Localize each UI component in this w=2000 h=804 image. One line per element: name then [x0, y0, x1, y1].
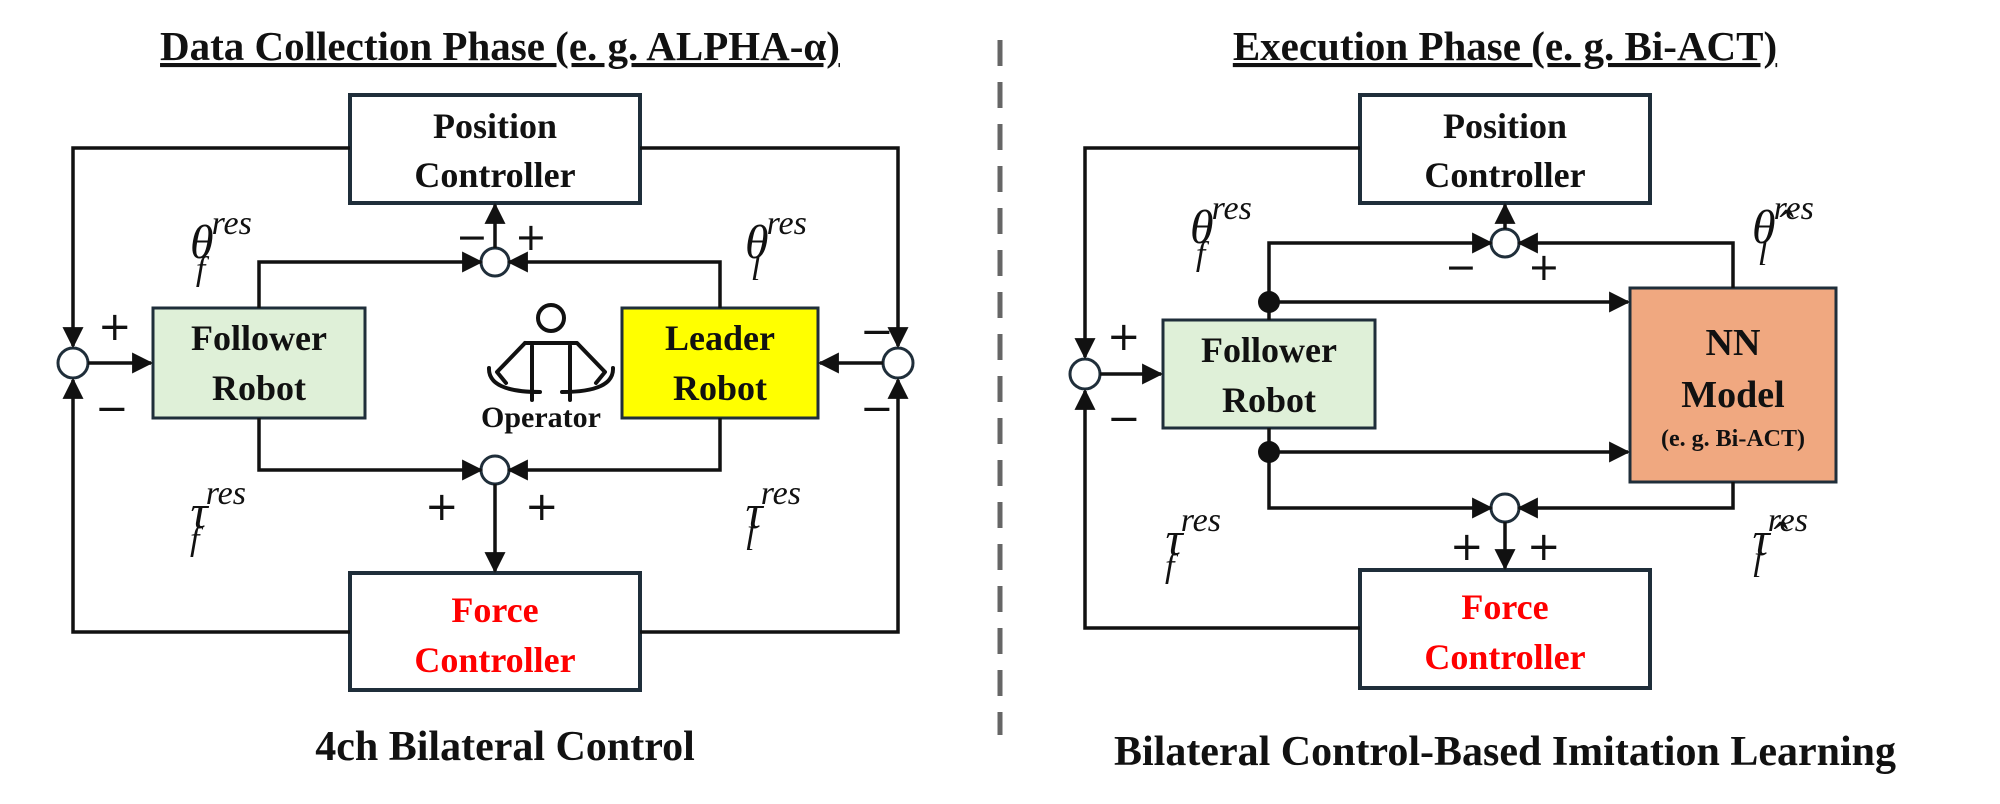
right-pos-sum-plus: + — [1528, 245, 1560, 289]
right-position-controller-label-2: Controller — [1424, 155, 1585, 195]
right-panel: Execution Phase (e. g. Bi-ACT) Position … — [1068, 23, 1896, 775]
right-force-controller-label-2: Controller — [1424, 637, 1585, 677]
nn-model-label-2: Model — [1681, 374, 1784, 416]
right-follower-robot-label-1: Follower — [1201, 330, 1337, 370]
left-pos-sum-plus: + — [515, 215, 547, 259]
operator-icon — [486, 303, 616, 402]
left-leader-robot-label-2: Robot — [673, 368, 767, 408]
nn-model-sublabel: (e. g. Bi-ACT) — [1661, 426, 1805, 452]
left-force-controller-box — [348, 571, 642, 692]
left-position-controller-label-2: Controller — [414, 155, 575, 195]
left-follower-sum-junction — [56, 346, 90, 380]
left-follower-robot-label-2: Robot — [212, 368, 306, 408]
left-follower-robot-label-1: Follower — [191, 318, 327, 358]
left-force-controller-label-1: Force — [451, 590, 538, 630]
left-panel: Data Collection Phase (e. g. ALPHA-α) Po… — [56, 23, 915, 770]
right-pos-sum-minus: − — [1445, 245, 1477, 289]
left-pos-sum-minus: − — [456, 215, 488, 259]
right-follower-sum-plus: + — [1107, 314, 1141, 360]
left-force-sum-plus-left: + — [425, 484, 459, 530]
nn-model-label-1: NN — [1706, 322, 1761, 364]
left-follower-sum-minus: − — [95, 386, 129, 432]
left-title: Data Collection Phase (e. g. ALPHA-α) — [160, 23, 840, 69]
right-force-sum-plus-left: + — [1450, 524, 1484, 570]
right-follower-robot-label-2: Robot — [1222, 380, 1316, 420]
left-force-sum-plus-right: + — [525, 484, 559, 530]
operator-label: Operator — [481, 401, 601, 434]
right-title: Execution Phase (e. g. Bi-ACT) — [1233, 23, 1777, 69]
tau-f-branch-dot — [1258, 441, 1280, 463]
nn-model-box — [1628, 286, 1838, 484]
right-follower-sum-minus: − — [1107, 396, 1141, 442]
right-follower-robot-box — [1161, 318, 1377, 430]
right-position-sum-junction — [1489, 227, 1521, 259]
left-force-controller-label-2: Controller — [414, 640, 575, 680]
left-force-sum-junction — [479, 454, 511, 486]
right-follower-sum-junction — [1068, 357, 1102, 391]
right-caption: Bilateral Control-Based Imitation Learni… — [1114, 729, 1896, 775]
left-connection-lines — [62, 146, 909, 634]
left-leader-robot-label-1: Leader — [665, 318, 775, 358]
right-force-sum-plus-right: + — [1527, 524, 1561, 570]
right-force-controller-label-1: Force — [1461, 587, 1548, 627]
left-follower-sum-plus: + — [98, 304, 132, 350]
right-connection-lines — [1074, 146, 1735, 630]
left-leader-sum-minus-bottom: − — [860, 386, 894, 432]
right-force-controller-box — [1358, 568, 1652, 690]
left-position-controller-label-1: Position — [433, 106, 557, 146]
left-caption: 4ch Bilateral Control — [315, 724, 695, 770]
right-force-sum-junction — [1489, 492, 1521, 524]
right-position-controller-label-1: Position — [1443, 106, 1567, 146]
theta-f-branch-dot — [1258, 291, 1280, 313]
left-leader-sum-minus-top: − — [860, 309, 894, 355]
